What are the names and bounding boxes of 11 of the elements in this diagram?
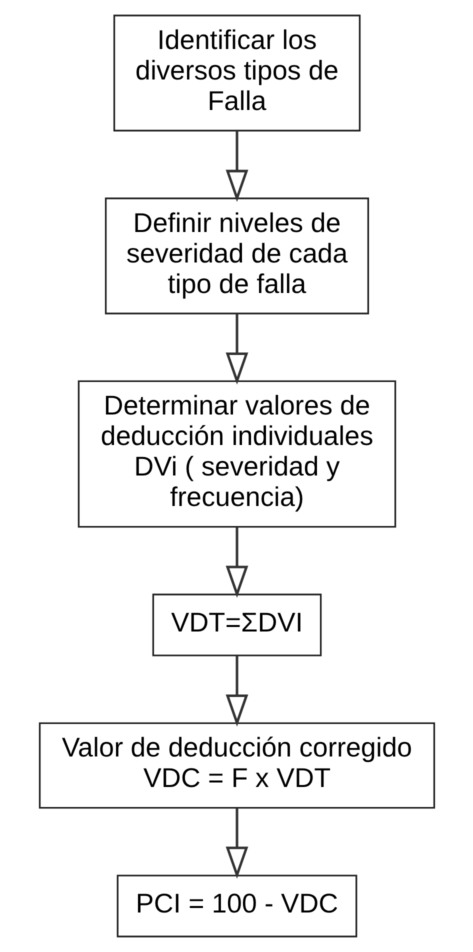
node-box: Identificar los diversos tipos de Falla: [112, 14, 360, 132]
node-box: Valor de deducción corregido VDC = F x VDT: [38, 722, 435, 809]
arrow: [225, 656, 248, 727]
arrow: [225, 808, 248, 879]
node-box: PCI = 100 - VDC: [116, 874, 357, 938]
arrow: [225, 527, 248, 598]
arrow: [225, 131, 248, 202]
node-box: Determinar valores de deducción individuales DVi ( severidad y frecuencia): [77, 380, 396, 528]
arrow: [225, 314, 248, 385]
node-box: VDT=ΣDVI: [152, 594, 322, 656]
node-box: Definir niveles de severidad de cada tipo de falla: [104, 198, 369, 314]
